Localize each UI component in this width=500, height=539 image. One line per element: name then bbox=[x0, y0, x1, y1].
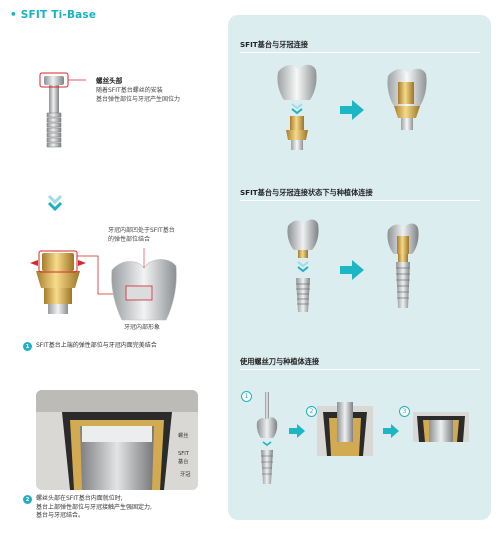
photo-label-sfit: SFIT bbox=[178, 451, 189, 457]
step-2-line-3: 基台与牙冠结合。 bbox=[36, 512, 85, 519]
abutment-cross-section-photo bbox=[36, 390, 198, 490]
section-3-title: 使用螺丝刀与种植体连接 bbox=[240, 357, 320, 366]
page-title: • SFIT Ti-Base bbox=[10, 9, 97, 21]
section-2-illustration bbox=[287, 219, 419, 312]
crown-note-line-1: 牙冠内部凹处于SFIT基台 bbox=[108, 227, 175, 234]
step-1-badge: 1 bbox=[23, 342, 32, 351]
photo-label-abutment: 基台 bbox=[178, 459, 189, 465]
photo-label-crown: 牙冠 bbox=[180, 472, 191, 478]
step-2-badge: 2 bbox=[23, 495, 32, 504]
photo-label-screw: 螺丝 bbox=[178, 433, 189, 439]
screw-head-desc-2: 基台弹性部位与牙冠产生固位力 bbox=[96, 96, 181, 103]
crown-note-line-2: 的弹性部位结合 bbox=[108, 236, 151, 243]
screw-head-desc-1: 随着SFIT基台螺丝的安装 bbox=[96, 87, 163, 94]
step-1-caption: SFIT基台上端的弹性部位与牙冠内面完美结合 bbox=[36, 342, 157, 350]
section-1-divider bbox=[240, 52, 480, 53]
section-1-title: SFIT基台与牙冠连接 bbox=[240, 40, 308, 49]
section-2-title: SFIT基台与牙冠连接状态下与种植体连接 bbox=[240, 188, 373, 197]
crown-inner-label: 牙冠内部形象 bbox=[124, 324, 161, 331]
section-3-step-1: 1 bbox=[241, 391, 252, 402]
abutment-screw-illustration bbox=[39, 72, 86, 148]
screw-head-title: 螺丝头部 bbox=[96, 77, 123, 85]
step-2-line-2: 基台上部弹性部位与牙冠接触产生强固定力, bbox=[36, 503, 152, 511]
section-3-step-3: 3 bbox=[399, 406, 410, 417]
section-3-step-2: 2 bbox=[306, 406, 317, 417]
section-1-illustration bbox=[277, 64, 427, 150]
section-3-illustration bbox=[256, 392, 469, 484]
section-3-divider bbox=[240, 369, 480, 370]
chevron-down-icon bbox=[47, 194, 63, 212]
ti-base-crown-illustration bbox=[30, 248, 177, 321]
section-2-divider bbox=[240, 200, 480, 201]
step-2-line-1: 螺丝头部在SFIT基台内面就位时, bbox=[36, 495, 123, 502]
